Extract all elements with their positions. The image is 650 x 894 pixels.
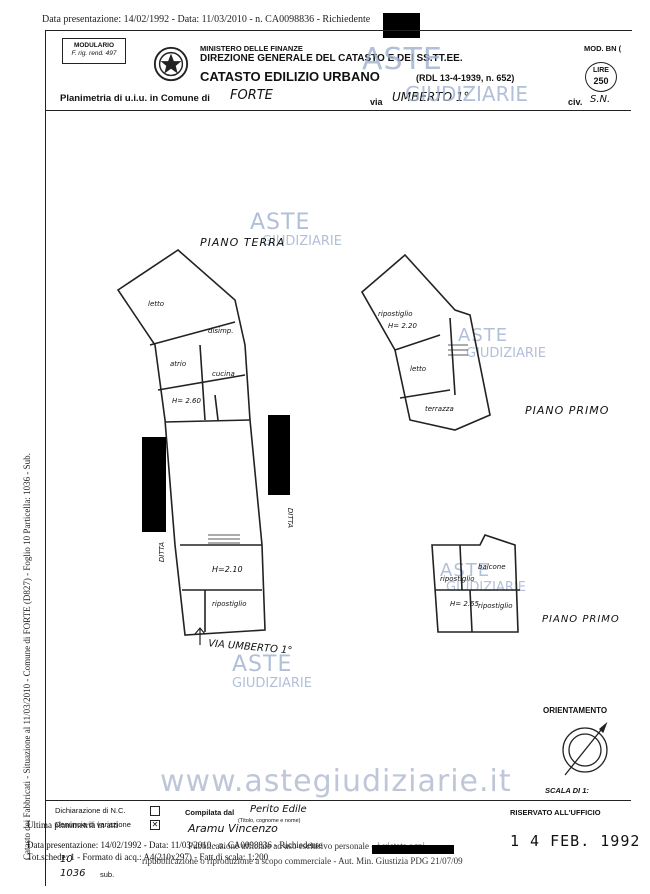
piano-primo-label: PIANO PRIMO [525, 404, 610, 417]
particella-value: 1036 [60, 868, 86, 879]
via-label: via [370, 97, 383, 107]
catasto-title: CATASTO EDILIZIO URBANO [200, 69, 380, 84]
modulario-ref: F. rig. rend. 497 [71, 50, 117, 57]
room-disimpegno: disimp. [208, 327, 234, 335]
room-cucina: cucina [212, 370, 235, 378]
room-letto: letto [148, 300, 165, 308]
modulario-title: MODULARIO [73, 42, 115, 49]
orientation-title: ORIENTAMENTO [543, 706, 608, 715]
via-value: UMBERTO 1° [392, 90, 470, 104]
watermark-aste: ASTE [250, 210, 311, 235]
model-label: MOD. BN ( [584, 44, 622, 53]
watermark-giudiziarie: GIUDIZIARIE [232, 676, 312, 691]
denuncia-variazione-checkbox: ✕ [150, 820, 160, 830]
room-atrio: atrio [170, 360, 187, 368]
titolo-label: (Titolo, cognome e nome) [238, 818, 301, 824]
direction-label: DIREZIONE GENERALE DEL CATASTO E DEI SS.… [200, 53, 463, 64]
header-divider [45, 110, 631, 111]
piano-primo-2-label: PIANO PRIMO [542, 614, 620, 625]
foglio-value: 10 [60, 854, 73, 865]
room-terrazza: terrazza [425, 405, 454, 413]
form-divider [45, 800, 631, 801]
watermark-aste: ASTE [458, 325, 509, 346]
room-ripostiglio-pp: ripostiglio [378, 310, 413, 318]
law-reference: (RDL 13-4-1939, n. 652) [416, 73, 515, 83]
date-stamp: 1 4 FEB. 1992 [510, 832, 641, 850]
room-height-pp2: H= 2.65 [450, 600, 479, 608]
lire-stamp: LIRE 250 [585, 62, 617, 92]
room-ripostiglio-pp2: ripostiglio [440, 575, 475, 583]
scale-label: SCALA DI 1: [545, 786, 589, 795]
room-height-ground-2: H=2.10 [212, 565, 243, 574]
comune-value: FORTE [230, 88, 273, 103]
lire-label: LIRE [593, 67, 609, 74]
ministry-label: MINISTERO DELLE FINANZE [200, 44, 303, 53]
watermark-giudiziarie: GIUDIZIARIE [446, 580, 526, 595]
redaction-footer [372, 845, 454, 854]
room-ripostiglio-pp3: ripostiglio [478, 602, 513, 610]
room-height-pp: H= 2.20 [388, 322, 417, 330]
nome-value: Aramu Vincenzo [188, 822, 278, 835]
watermark-aste: ASTE [362, 42, 443, 77]
compilata-value: Perito Edile [250, 804, 307, 815]
dichiarazione-nc-checkbox [150, 806, 160, 816]
piano-terra-label: PIANO TERRA [200, 236, 286, 249]
lire-value: 250 [593, 76, 609, 86]
document-frame [45, 30, 632, 886]
planimetria-label: Planimetria di u.i.u. in Comune di [60, 93, 210, 104]
watermark-giudiziarie: GIUDIZIARIE [466, 346, 546, 361]
riservato-label: RISERVATO ALL'UFFICIO [510, 808, 601, 817]
civ-value: S.N. [590, 94, 611, 105]
ultima-planimetria: Ultima planimetria in atti [27, 820, 119, 830]
footer-data-presentazione: Data presentazione: 14/02/1992 - Data: 1… [27, 840, 323, 850]
presentation-line: Data presentazione: 14/02/1992 - Data: 1… [42, 14, 371, 25]
denuncia-variazione-label: Denuncia di variazione [55, 820, 131, 829]
watermark-aste: ASTE [232, 652, 293, 677]
compilata-label: Compilata dal [185, 808, 235, 817]
sub-label: sub. [100, 870, 115, 879]
modulario-box: MODULARIO F. rig. rend. 497 [62, 38, 126, 64]
watermark-giudiziarie: GIUDIZIARIE [262, 234, 342, 249]
room-letto-pp: letto [410, 365, 427, 373]
room-height-ground: H= 2.60 [172, 397, 201, 405]
redaction-block [383, 13, 420, 38]
room-balcone: balcone [478, 563, 506, 571]
watermark-url: www.astegiudiziarie.it [160, 764, 512, 799]
ditta-right: DITTA [286, 507, 295, 529]
watermark-aste: ASTE [440, 560, 491, 581]
dichiarazione-nc-label: Dichiarazione di N.C. [55, 806, 126, 815]
room-ripostiglio: ripostiglio [212, 600, 247, 608]
civ-label: civ. [568, 97, 583, 107]
ditta-left: DITTA [158, 541, 167, 563]
republic-emblem-icon [153, 46, 189, 82]
watermark-giudiziarie: GIUDIZIARIE [405, 82, 529, 106]
footer-tot-schede: Tot.schede: 1 - Formato di acq.: A4(210x… [27, 852, 269, 862]
footer-ripubblicazione: ripubblicazione o riproduzione a scopo c… [142, 856, 463, 866]
footer-pubblicazione: Pubblicazione ufficiale ad uso esclusivo… [188, 841, 426, 851]
